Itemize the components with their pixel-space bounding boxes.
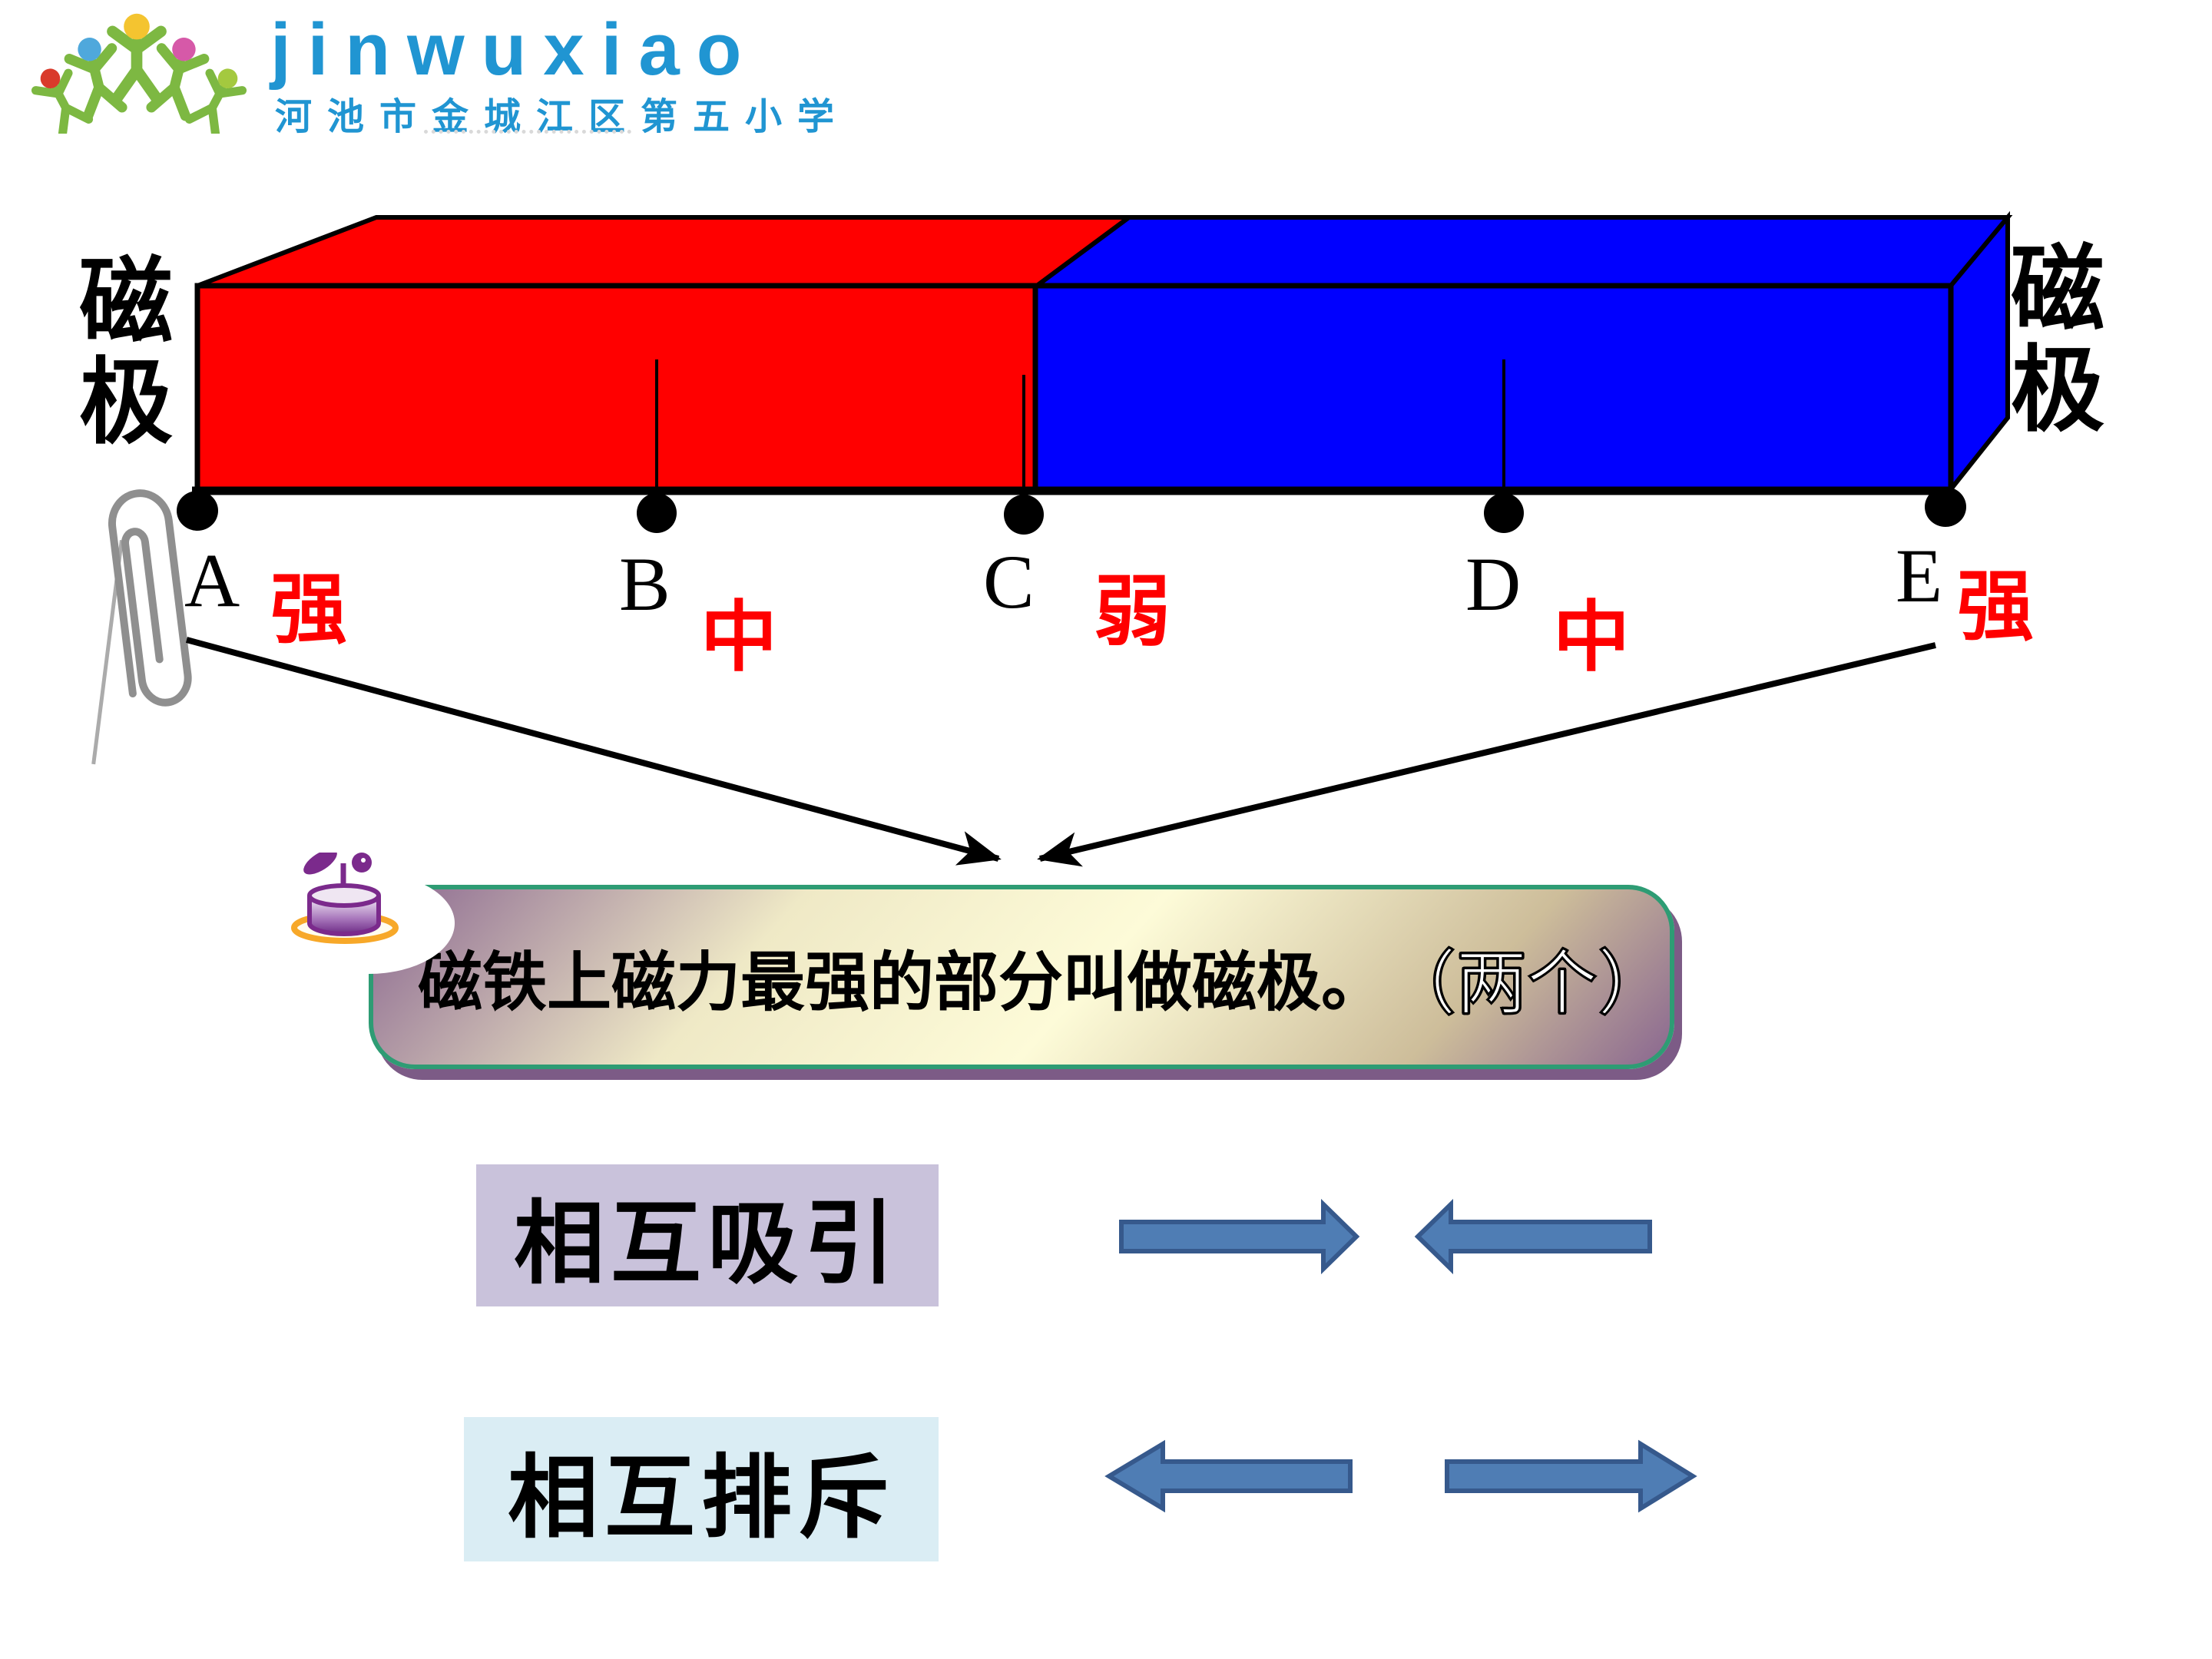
point-letter-c: C — [983, 539, 1035, 624]
strength-label-c: 弱 — [1094, 569, 1171, 655]
arrow-from-a — [185, 637, 1002, 866]
repel-label: 相互排斥 — [507, 1448, 895, 1549]
strength-label-d: 中 — [1553, 594, 1630, 680]
watermark-dots — [424, 125, 631, 134]
strength-label-a: 强 — [270, 567, 347, 653]
strength-label-b: 中 — [700, 594, 777, 680]
point-letter-a: A — [184, 538, 240, 623]
magnet-front-blue — [1032, 283, 1954, 492]
magnet-top-red — [196, 215, 1137, 288]
repel-arrow-right-icon — [1445, 1439, 1697, 1513]
magnet-top-blue — [1029, 215, 2013, 288]
point-letter-b: B — [619, 541, 671, 627]
logo-brand-text: jinwuxiao — [270, 8, 759, 91]
paperclip-icon — [91, 489, 192, 765]
callout-box: 磁铁上磁力最强的部分叫做磁极。（两个） — [369, 885, 1674, 1069]
attract-arrow-right-icon — [1119, 1198, 1360, 1275]
strength-label-e: 强 — [1957, 564, 2034, 650]
attract-arrow-left-icon — [1414, 1198, 1652, 1275]
callout-text: 磁铁上磁力最强的部分叫做磁极。 — [418, 945, 1386, 1018]
callout-suffix: （两个） — [1385, 943, 1670, 1024]
sprout-candle-icon — [283, 853, 455, 974]
attract-label: 相互吸引 — [513, 1194, 901, 1295]
dot-a — [177, 491, 218, 531]
repel-box: 相互排斥 — [464, 1417, 939, 1561]
dot-b — [637, 493, 677, 533]
repel-arrow-left-icon — [1104, 1439, 1353, 1513]
children-figures-icon — [31, 13, 247, 134]
right-pole-label: 磁极 — [2011, 237, 2104, 442]
attract-box: 相互吸引 — [476, 1164, 939, 1306]
dot-c — [1004, 495, 1044, 535]
left-pole-label: 磁极 — [79, 250, 173, 455]
arrow-from-e — [1037, 642, 1936, 867]
dot-d — [1484, 493, 1524, 533]
dot-e — [1925, 487, 1966, 527]
point-letter-d: D — [1465, 541, 1522, 627]
point-letter-e: E — [1896, 533, 1943, 618]
magnet-front-red — [194, 283, 1038, 492]
